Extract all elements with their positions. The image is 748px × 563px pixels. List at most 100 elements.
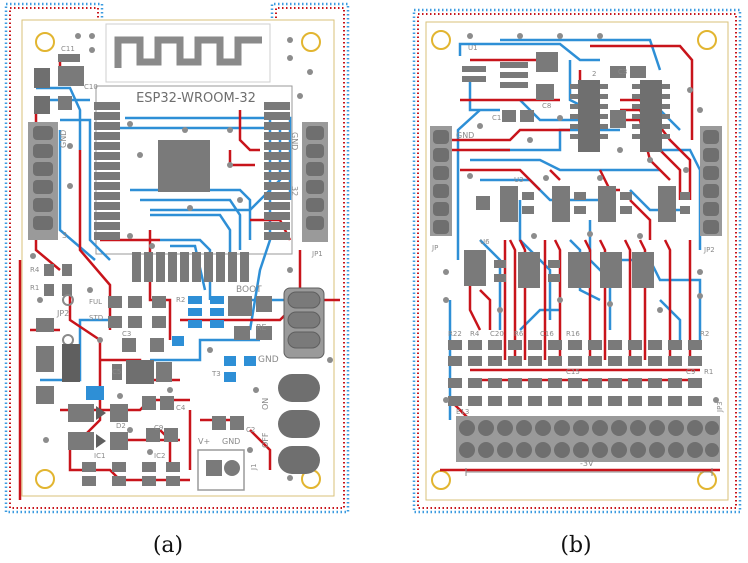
bottom-pad xyxy=(210,308,224,316)
caption-b: (b) xyxy=(560,533,591,558)
label-on: ON xyxy=(261,398,270,410)
smd-part xyxy=(160,396,174,410)
label-off: OFF xyxy=(261,432,270,448)
test-point xyxy=(62,294,74,306)
label-jp3: JP3 xyxy=(716,401,724,413)
diode-arrow xyxy=(96,406,106,420)
label-c9: C9 xyxy=(154,424,163,432)
label-u1: U1 xyxy=(468,44,478,52)
ic2-pad xyxy=(142,476,156,486)
bottom-pad xyxy=(86,386,104,400)
ic1-pad xyxy=(112,476,126,486)
smd-part xyxy=(152,296,166,308)
jp2-pad xyxy=(36,318,54,332)
jp2-pad xyxy=(36,346,54,372)
bottom-pad xyxy=(224,356,236,366)
ic-pin xyxy=(462,76,486,82)
label-c5: C5 xyxy=(112,368,121,376)
ic-pin xyxy=(500,72,528,78)
label-2: 2 xyxy=(592,70,596,78)
jp2-pad xyxy=(62,344,80,382)
label-vplus: V+ xyxy=(198,437,210,446)
header-left-pins xyxy=(33,126,53,230)
label-r6: R6 xyxy=(514,330,524,338)
diode xyxy=(68,432,94,450)
module-pads-left xyxy=(94,102,120,240)
smd-part xyxy=(128,316,142,328)
smd-part xyxy=(156,362,172,382)
smd-part xyxy=(152,316,166,328)
label-ic1: IC1 xyxy=(94,452,105,460)
ic1-pad xyxy=(82,476,96,486)
ic1-pad xyxy=(112,462,126,472)
label-minus3v: -3V xyxy=(580,459,594,468)
right-switch-pads xyxy=(283,287,325,359)
ic-pin xyxy=(500,62,528,68)
bottom-pad xyxy=(188,296,202,304)
resistor-pad xyxy=(62,284,72,296)
smd-part xyxy=(502,110,516,122)
label-gnd-pwr: GND xyxy=(222,437,240,446)
ic-u2-pins xyxy=(570,84,608,139)
label-j1: J1 xyxy=(250,463,258,471)
header-left-pins xyxy=(433,130,449,234)
smd-part xyxy=(58,54,80,62)
header-right-pins xyxy=(703,130,719,234)
diode xyxy=(68,404,94,422)
ic-pin xyxy=(500,82,528,88)
diode-arrow xyxy=(96,434,106,448)
label-boot: BOOT xyxy=(236,285,262,295)
smd-part xyxy=(630,66,646,78)
label-gnd-left: GND xyxy=(59,130,68,148)
label-gnd-btn: GND xyxy=(258,355,279,365)
mounting-hole xyxy=(35,32,55,52)
header-jp3-pins xyxy=(459,420,719,458)
label-c15: C15 xyxy=(566,368,580,376)
resistor-pad xyxy=(44,264,54,276)
smd-part xyxy=(34,96,50,114)
smd-part xyxy=(146,428,160,442)
label-ful: FUL xyxy=(89,298,102,306)
label-c3: C3 xyxy=(122,330,131,338)
reset-button-pad xyxy=(234,326,250,340)
bottom-pad xyxy=(172,336,184,346)
smd-part xyxy=(212,416,226,430)
label-c9-b: C9 xyxy=(686,368,695,376)
bottom-pad xyxy=(188,308,202,316)
resistor-pad xyxy=(62,264,72,276)
smd-part xyxy=(536,84,554,100)
label-u3: U3 xyxy=(514,176,524,184)
label-re: RE xyxy=(256,323,267,332)
bottom-pad xyxy=(188,320,202,328)
label-r2: R2 xyxy=(176,296,185,304)
module-pads-right xyxy=(264,102,290,240)
label-gnd-b: GND xyxy=(456,131,474,140)
j1-pin xyxy=(206,460,222,476)
vias-panel-b xyxy=(443,33,719,403)
diode xyxy=(110,432,128,450)
label-c11: C11 xyxy=(61,45,75,53)
smd-part xyxy=(520,110,534,122)
label-32: 32 xyxy=(290,186,299,196)
label-c3-b: C3 xyxy=(618,68,627,76)
resistor-pad xyxy=(44,284,54,296)
bottom-pad xyxy=(210,296,224,304)
label-t3: T3 xyxy=(211,370,221,378)
bottom-pad xyxy=(244,356,256,366)
j1-pin xyxy=(224,460,240,476)
label-r22: R22 xyxy=(448,330,462,338)
label-r1-b: R1 xyxy=(704,368,713,376)
ic-pin xyxy=(462,66,486,72)
label-jp2: JP2 xyxy=(56,309,69,318)
label-r4: R4 xyxy=(30,266,40,274)
mid-ics-row1 xyxy=(476,186,690,222)
header-jp1-pins xyxy=(306,126,324,230)
smd-part xyxy=(142,396,156,410)
label-c2: C2 xyxy=(246,426,255,434)
ic-package-u2 xyxy=(578,80,600,152)
label-jp-left: JP xyxy=(431,244,438,252)
smd-part xyxy=(128,296,142,308)
label-r1: R1 xyxy=(30,284,39,292)
mounting-hole xyxy=(431,30,451,50)
module-thermal-pad xyxy=(158,140,210,192)
